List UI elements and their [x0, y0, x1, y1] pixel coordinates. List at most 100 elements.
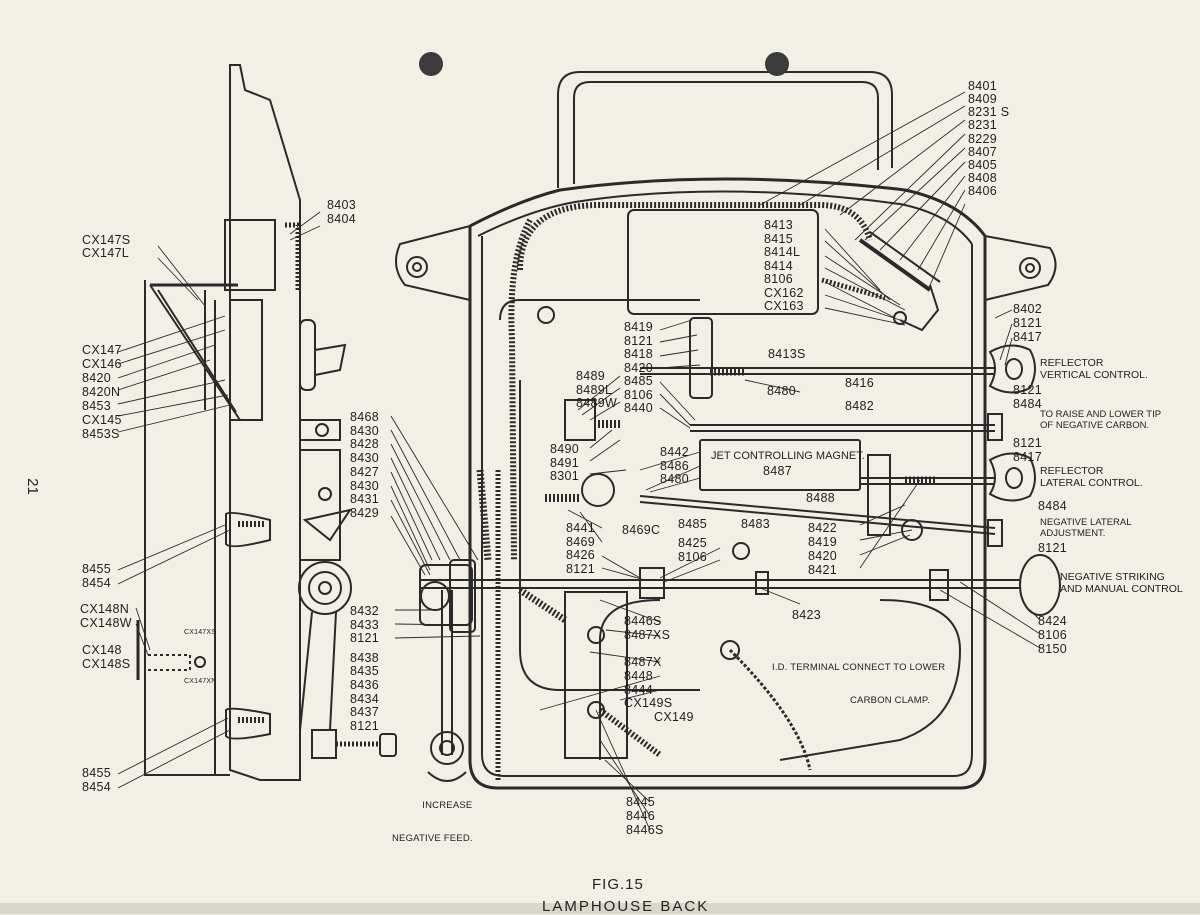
label-group-right-b: 8121 8484 [1013, 383, 1042, 411]
part-label: 8430 [350, 478, 380, 493]
part-label: 8121 [350, 718, 380, 733]
part-label: 8414L [764, 245, 801, 259]
part-label: 8419 [624, 320, 654, 334]
part-label: 8487 [763, 464, 793, 478]
binder-hole-right [765, 52, 789, 76]
part-label: 8229 [968, 131, 998, 146]
part-label: 8448 [624, 669, 654, 683]
part-label: 8106 [764, 272, 794, 286]
terminal-callout: I.D. TERMINAL CONNECT TO LOWER CARBON CL… [772, 640, 945, 717]
part-label: 8417 [1013, 450, 1043, 464]
label-group-left-a: CX147S CX147L [82, 233, 131, 261]
part-label: 8469 [566, 534, 596, 549]
callout-line: NEGATIVE LATERAL [1040, 517, 1132, 528]
part-label: 8485 [678, 517, 708, 531]
label-group-left-b: CX147 CX146 8420 8420N 8453 CX145 8453S [82, 343, 122, 441]
label-group-right-a: 8402 8121 8417 [1013, 302, 1042, 344]
part-label: 8432 [350, 604, 380, 618]
part-label: 8482 [845, 399, 875, 413]
part-label: 8424 [1038, 614, 1068, 628]
part-label: CX163 [764, 299, 804, 313]
part-label: 8426 [566, 548, 596, 562]
part-label: 8121 [624, 333, 654, 348]
part-label: 8484 [1038, 499, 1068, 513]
part-label: 8121 [566, 561, 596, 576]
callout-line: INCREASE [422, 800, 473, 811]
part-label: 8469C [622, 523, 661, 537]
label-group-left-e: CX148 CX148S [82, 643, 130, 671]
part-label: 8150 [1038, 642, 1068, 656]
part-label: 8480 [767, 384, 797, 398]
label-group-bottom-c: CX149S [624, 696, 673, 710]
part-label: CX148 [82, 643, 122, 657]
part-label: 8121 [1038, 541, 1068, 555]
part-label: 8407 [968, 144, 998, 159]
part-label: CX148S [82, 657, 131, 671]
figure-subtitle: LAMPHOUSE BACK [542, 898, 710, 915]
part-label: 8489 [576, 369, 606, 383]
label-group-left-c: 8455 8454 [82, 562, 111, 590]
part-label: 8445 [626, 795, 656, 809]
small-label: CX147XN [184, 678, 217, 685]
part-label: CX145 [82, 413, 122, 427]
binder-hole-left [419, 52, 443, 76]
part-label: 8231 [968, 118, 998, 133]
part-label: 8301 [550, 469, 580, 483]
part-label: 8121 [1013, 436, 1043, 450]
label-group-right-c: 8121 8417 [1013, 436, 1042, 464]
part-label: 8420N [82, 385, 121, 399]
part-label: 8431 [350, 492, 380, 507]
part-label: 8423 [792, 608, 822, 622]
part-label: 8404 [327, 212, 357, 226]
part-label: 8435 [350, 664, 380, 679]
part-label: 8420 [82, 371, 112, 385]
part-label: CX148N [80, 602, 130, 616]
part-label: 8425 [678, 536, 708, 550]
part-label: 8455 [82, 562, 112, 576]
part-label: 8413S [768, 347, 806, 361]
part-label: 8438 [350, 650, 380, 665]
part-label: 8488 [806, 491, 836, 505]
callout-line: AND MANUAL CONTROL [1060, 582, 1183, 595]
label-group-bottom-d: 8445 8446 8446S [626, 795, 664, 837]
part-label: 8106 [1038, 628, 1068, 642]
part-label: 8483 [741, 517, 771, 531]
part-label: 8416 [845, 376, 875, 390]
part-label: 8453S [82, 427, 120, 441]
part-label: 8413 [764, 218, 794, 232]
callout-line: NEGATIVE STRIKING [1060, 571, 1165, 583]
callout-line: REFLECTOR [1040, 465, 1104, 477]
part-label: CX148W [80, 616, 132, 630]
part-label: 8414 [764, 258, 794, 273]
part-label: 8489W [576, 396, 618, 410]
callout-line: VERTICAL CONTROL. [1040, 368, 1148, 381]
part-label: CX147S [82, 233, 131, 247]
callout-line: NEGATIVE FEED. [392, 833, 473, 844]
part-label: 8453 [82, 399, 112, 413]
part-label: CX147L [82, 246, 129, 261]
callout-line: I.D. TERMINAL CONNECT TO LOWER [772, 662, 946, 673]
part-label: 8106 [678, 549, 708, 564]
label-group-center-c: 8490 8491 8301 [550, 442, 580, 484]
part-label: 8430 [350, 451, 380, 466]
part-label: 8420 [808, 549, 838, 563]
part-label: 8402 [1013, 302, 1043, 316]
part-label: 8403 [327, 198, 357, 212]
part-label: 8436 [350, 677, 380, 692]
part-label: 8490 [550, 442, 580, 456]
part-label: 8408 [968, 171, 998, 186]
part-label: 8106 [624, 387, 654, 402]
part-label: CX149S [624, 696, 673, 710]
part-label: 8420 [624, 360, 654, 375]
part-label: 8442 [660, 445, 690, 459]
part-label: CX146 [82, 357, 122, 371]
callout-raise-lower: TO RAISE AND LOWER TIP OF NEGATIVE CARBO… [1040, 409, 1161, 431]
part-label: 8417 [1013, 330, 1043, 344]
label-group-right-f: 8424 8106 8150 [1038, 614, 1067, 656]
part-label: 8485 [624, 374, 654, 388]
callout-negative-lateral: NEGATIVE LATERAL ADJUSTMENT. [1040, 517, 1132, 539]
part-label: 8430 [350, 423, 380, 438]
part-label: 8418 [624, 347, 654, 361]
part-label: 8440 [624, 401, 654, 415]
